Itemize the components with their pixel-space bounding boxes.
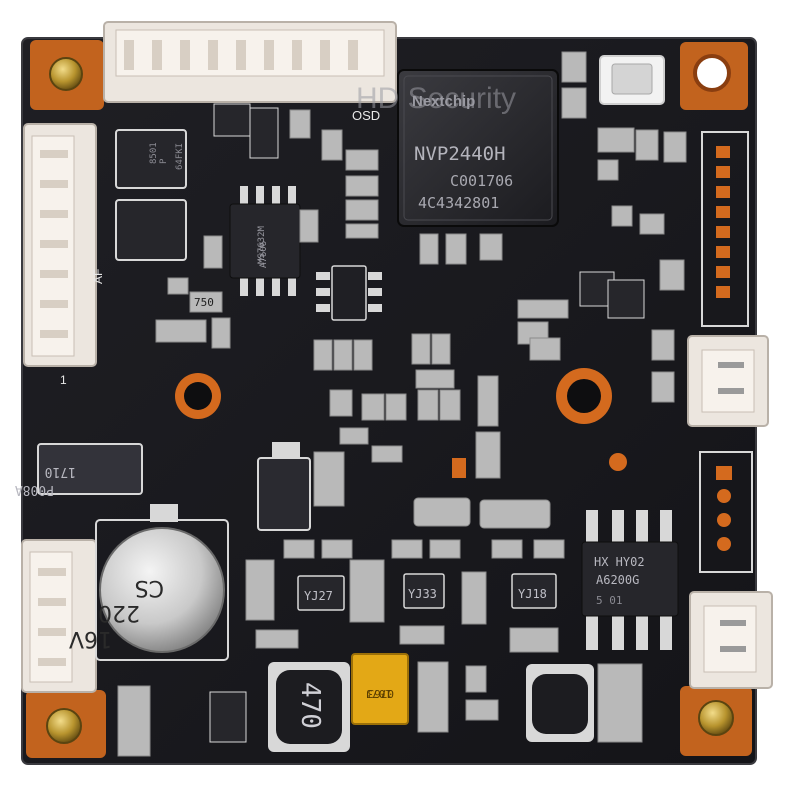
silkscreen-pin-one: 1	[60, 373, 67, 387]
small-ic-text-line2: A7606	[259, 241, 269, 268]
chip-brand-text: Nextchip	[412, 93, 475, 110]
crystal-oscillator	[599, 55, 665, 105]
capacitor-text-line2: 220	[98, 600, 140, 625]
corner-pad-bottom-left	[26, 690, 106, 758]
chip-code-text: 4C4342801	[418, 194, 499, 212]
mosfet-lower	[115, 199, 187, 261]
resistor-text: 750	[194, 296, 214, 309]
mounting-hole-left	[175, 373, 221, 419]
inductor-small	[526, 664, 594, 742]
mosfet-text-line3: 64FKI	[175, 143, 185, 170]
power-transistor	[257, 442, 311, 531]
pin-header-right-upper	[701, 131, 749, 327]
eprom-chip	[581, 510, 679, 650]
diode-text-line2: 1710	[45, 464, 76, 479]
regulator-label-yj18: YJ18	[518, 587, 547, 601]
mosfet-text-line1: 8501	[149, 142, 159, 164]
mosfet-text-line2: P	[159, 158, 169, 164]
chip-lot-text: C001706	[450, 172, 513, 190]
diode	[37, 443, 143, 495]
tantalum-text-line1: 107J	[366, 687, 393, 700]
power-connector	[21, 539, 97, 693]
pin-header-right-lower	[699, 451, 753, 573]
af-connector	[23, 123, 97, 367]
main-processor-chip	[397, 69, 559, 227]
eprom-text-line2: A6200G	[596, 573, 639, 587]
corner-pad-bottom-right	[680, 686, 752, 756]
tantalum-capacitor	[351, 653, 409, 725]
capacitor-text-line1: CS	[135, 575, 164, 600]
regulator-yj18	[511, 573, 557, 609]
diode-text-line1: P008A	[15, 482, 54, 497]
eprom-text-line1: HX HY02	[594, 555, 645, 569]
mounting-hole-right	[556, 368, 612, 424]
smd-components	[117, 51, 687, 757]
regulator-label-yj33: YJ33	[408, 587, 437, 601]
silkscreen-osd: OSD	[352, 108, 380, 123]
small-six-pin-ic	[316, 265, 382, 321]
corner-pad-top-left	[30, 40, 104, 110]
tantalum-text-line2: 0763	[368, 687, 395, 700]
corner-pad-top-right	[680, 42, 748, 110]
osd-connector	[103, 21, 397, 103]
silkscreen-af: AF	[91, 269, 105, 284]
capacitor-text-line3: 16V	[69, 626, 112, 651]
copper-pad	[609, 453, 627, 471]
right-connector-top	[687, 335, 769, 427]
watermark-text: HD Security	[356, 82, 516, 115]
copper-pad	[452, 458, 466, 478]
inductor-470	[268, 662, 350, 752]
chip-model-text: NVP2440H	[414, 143, 506, 165]
regulator-yj27	[297, 575, 345, 611]
motor-driver-ic	[229, 186, 301, 296]
regulator-yj33	[403, 573, 445, 609]
eprom-text-line3: 5 01	[596, 594, 623, 607]
small-ic-text-line1: MS7632M	[257, 225, 267, 264]
electrolytic-capacitor	[95, 504, 229, 661]
right-connector-bottom	[689, 591, 773, 689]
regulator-label-yj27: YJ27	[304, 589, 333, 603]
inductor-text: 470	[295, 682, 325, 729]
mosfet-upper	[115, 129, 187, 189]
